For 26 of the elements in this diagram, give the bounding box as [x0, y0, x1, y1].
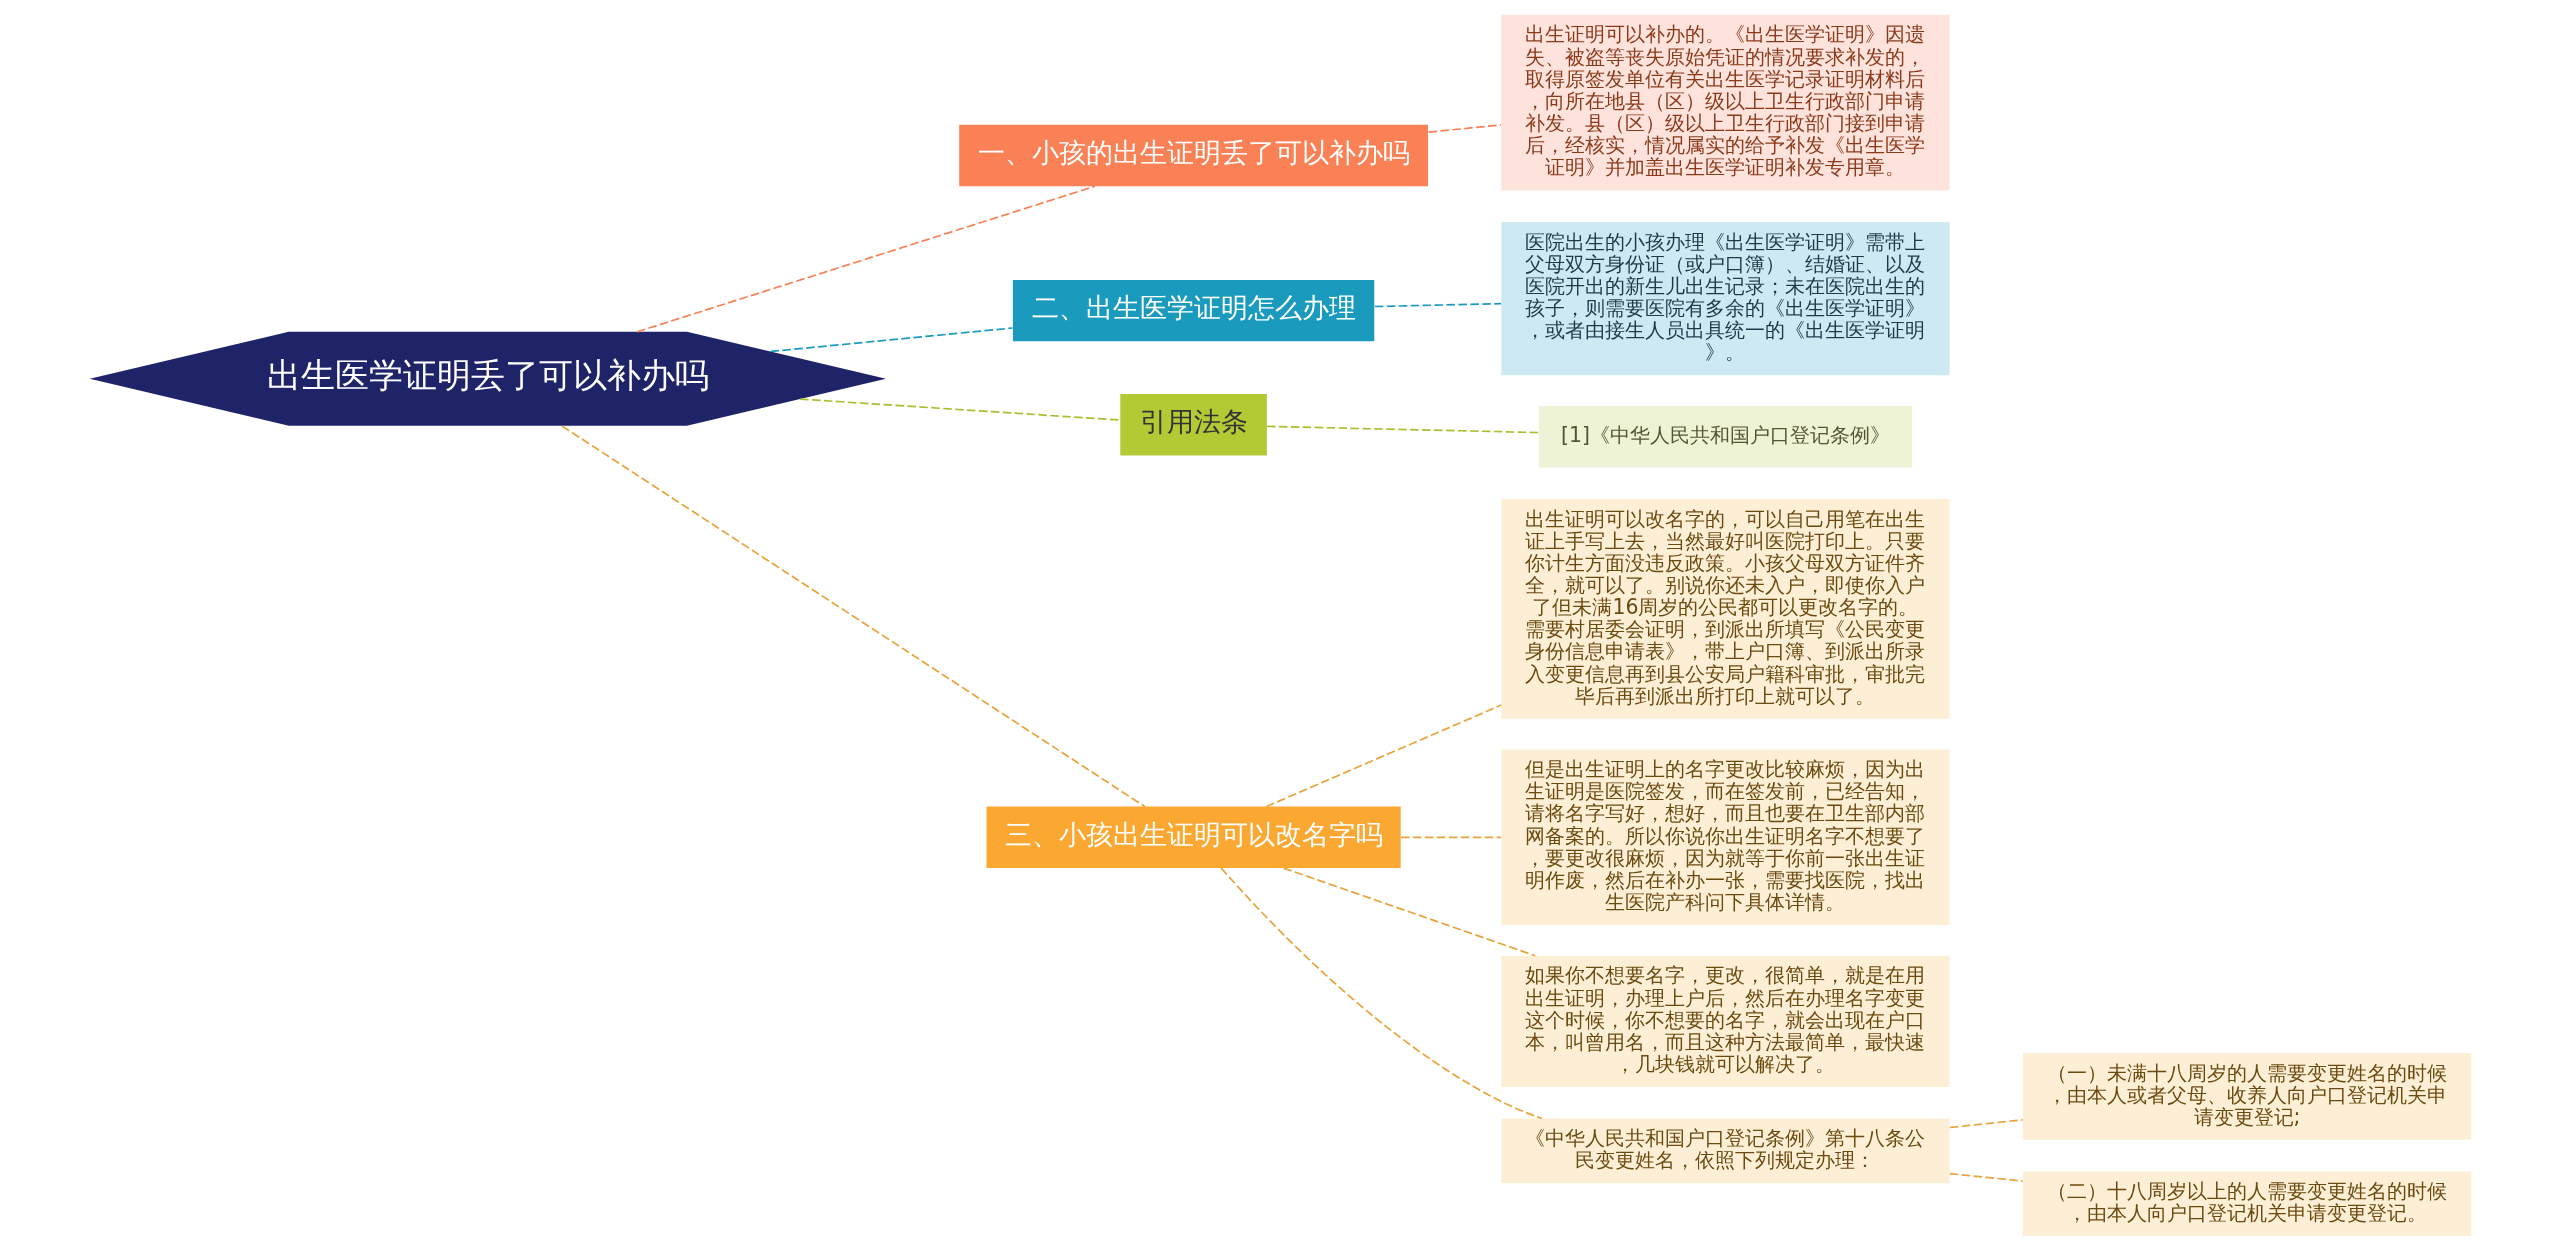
node-box: 一、小孩的出生证明丢了可以补办吗: [958, 124, 1428, 187]
connector: [1265, 425, 1539, 434]
connector: [1265, 704, 1502, 808]
node-box: 引用法条: [1119, 394, 1267, 456]
node-box: 如果你不想要名字，更改，很简单，就是在用出生证明，办理上户后，然后在办理名字变更这个时候，你不想要的名字，就会出现在户口本，叫曾用名，而且这种方法最简单，最快速，几块钱就可以解决了。: [1500, 955, 1950, 1087]
node-box: 《中华人民共和国户口登记条例》第十八条公民变更姓名，依照下列规定办理：: [1500, 1118, 1950, 1184]
connector: [1219, 867, 1543, 1120]
connector: [1373, 302, 1502, 308]
node-box: [1]《中华人民共和国户口登记条例》: [1538, 406, 1912, 468]
node-box: 出生证明可以改名字的，可以自己用笔在出生证上手写上去，当然最好叫医院打印上。只要你计生方面没违反政策。小孩父母双方证件齐全，就可以了。别说你还未入户，即使你入户了但未满16周岁的公民都可以更改名字的。需要村居委会证明，到派出所填写《公民变更身份信息申请表》，带上户口簿、到派出所录入变更信息再到县公安局户籍科审批，审批完毕后再到派出所打印上就可以了。: [1500, 498, 1950, 719]
connector: [1427, 124, 1502, 133]
connector: [560, 425, 1146, 808]
connector: [1948, 1172, 2024, 1182]
node-box: 出生证明可以补办的。《出生医学证明》因遗失、被盗等丧失原始凭证的情况要求补发的，取得原签发单位有关出生医学记录证明材料后，向所在地县（区）级以上卫生行政部门申请补发。县（区）级以上卫生行政部门接到申请后，经核实，情况属实的给予补发《出生医学证明》并加盖出生医学证明补发专用章。: [1500, 14, 1950, 191]
node-box: 医院出生的小孩办理《出生医学证明》需带上父母双方身份证（或户口簿）、结婚证、以及医院开出的新生儿出生记录；未在医院出生的孩子，则需要医院有多余的《出生医学证明》，或者由接生人员出具统一的《出生医学证明》。: [1500, 221, 1950, 376]
node-box: 二、出生医学证明怎么办理: [1012, 279, 1374, 342]
connector: [1399, 836, 1502, 839]
node-box: 三、小孩出生证明可以改名字吗: [986, 806, 1401, 868]
node-box: （二）十八周岁以上的人需要变更姓名的时候，由本人向户口登记机关申请变更登记。: [2022, 1171, 2471, 1237]
node-box: 但是出生证明上的名字更改比较麻烦，因为出生证明是医院签发，而在签发前，已经告知，请将名字写好，想好，而且也要在卫生部内部网备案的。所以你说你出生证明名字不想要了，要更改很麻烦，因为就等于你前一张出生证明作废，然后在补办一张，需要找医院，找出生医院产科问下具体详情。: [1500, 749, 1950, 926]
connector: [769, 327, 1013, 353]
connector: [1948, 1118, 2024, 1129]
node-box: （一）未满十八周岁的人需要变更姓名的时候，由本人或者父母、收养人向户口登记机关申请变更登记;: [2022, 1052, 2471, 1140]
connector: [1282, 867, 1536, 957]
connector: [635, 185, 1096, 333]
connector: [798, 398, 1120, 421]
